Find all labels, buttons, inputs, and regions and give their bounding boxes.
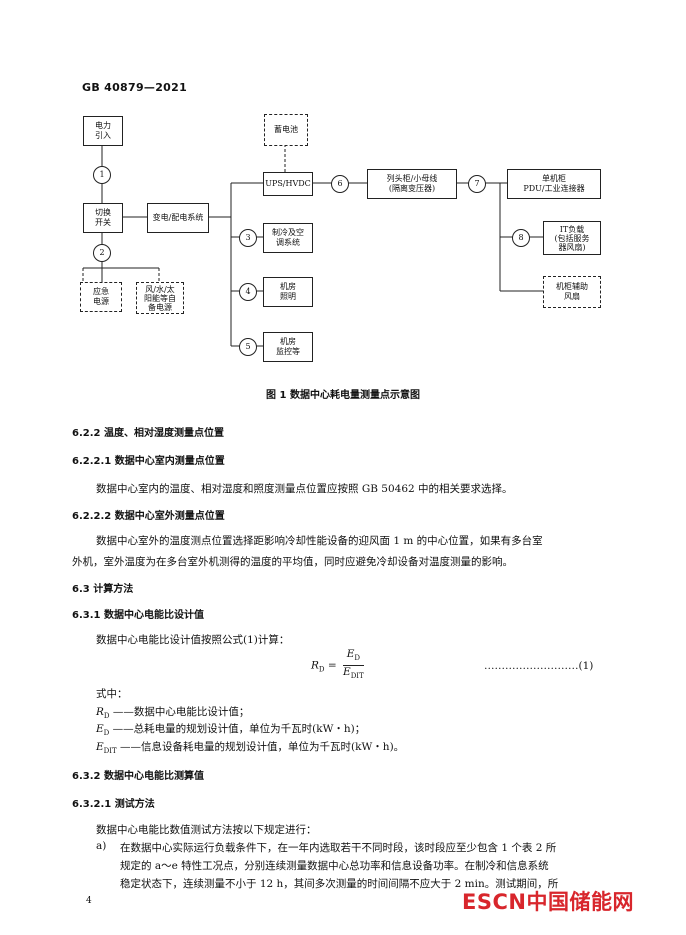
ups-hvdc-box: UPS/HVDC	[263, 172, 313, 196]
formula-tag: ………………………(1)	[484, 660, 594, 672]
list-item-a-line2: 规定的 a～e 特性工况点，分别连续测量数据中心总功率和信息设备功率。在制冷和信…	[120, 860, 549, 872]
column-cabinet-box: 列头柜/小母线 (隔离变压器)	[367, 169, 457, 199]
paragraph-6-2-2-2-line2: 外机，室外温度为在多台室外机测得的温度的平均值，同时应避免冷却设备对温度测量的影…	[72, 556, 513, 568]
heading-6-3: 6.3 计算方法	[72, 584, 134, 595]
def-ed-text: ——总耗电量的规划设计值，单位为千瓦时(kW・h)；	[109, 723, 366, 735]
switch-box: 切换 开关	[83, 203, 123, 233]
power-input-box: 电力 引入	[83, 116, 123, 146]
formula-lhs: R	[311, 659, 319, 672]
list-item-a-line3: 稳定状态下，连续测量不小于 12 h，其间多次测量的时间间隔不应大于 2 min…	[120, 878, 559, 890]
measure-point-6: 6	[331, 175, 349, 193]
def-edit: EDIT ——信息设备耗电量的规划设计值，单位为千瓦时(kW・h)。	[96, 739, 404, 755]
rack-fan-box: 机柜辅助 风扇	[543, 276, 601, 308]
watermark-logo: ESCN中国储能网	[462, 890, 634, 914]
battery-box: 蓄电池	[264, 114, 308, 146]
list-item-a-line1: 在数据中心实际运行负载条件下，在一年内选取若干不同时段，该时段应至少包含 1 个…	[120, 842, 557, 854]
def-edit-symbol: E	[96, 741, 104, 753]
paragraph-6-3-1: 数据中心电能比设计值按照公式(1)计算：	[96, 634, 290, 646]
heading-6-3-1: 6.3.1 数据中心电能比设计值	[72, 610, 204, 621]
cooling-system-box: 制冷及空 调系统	[263, 223, 313, 253]
measure-point-2: 2	[93, 244, 111, 262]
paragraph-6-2-2-1: 数据中心室内的温度、相对湿度和照度测量点位置应按照 GB 50462 中的相关要…	[96, 483, 513, 495]
heading-6-2-2-1: 6.2.2.1 数据中心室内测量点位置	[72, 456, 225, 467]
substation-box: 变电/配电系统	[147, 203, 209, 233]
paragraph-6-3-2-1: 数据中心电能比数值测试方法按以下规定进行：	[96, 824, 317, 836]
heading-6-3-2: 6.3.2 数据中心电能比测算值	[72, 771, 204, 782]
heading-6-2-2-2: 6.2.2.2 数据中心室外测量点位置	[72, 511, 225, 522]
def-rd: RD ——数据中心电能比设计值；	[96, 704, 249, 720]
measure-point-4: 4	[239, 283, 257, 301]
def-ed-sub: D	[103, 729, 110, 738]
page-number: 4	[86, 896, 92, 906]
def-edit-text: ——信息设备耗电量的规划设计值，单位为千瓦时(kW・h)。	[116, 741, 405, 753]
it-load-box: IT负载 (包括服务 器风扇)	[543, 221, 601, 255]
room-lighting-box: 机房 照明	[263, 277, 313, 307]
formula-fraction: ED EDIT	[343, 648, 364, 683]
paragraph-6-2-2-2-line1: 数据中心室外的温度测点位置选择距影响冷却性能设备的迎风面 1 m 的中心位置，如…	[96, 535, 543, 547]
formula-1: RD = ED EDIT	[311, 648, 364, 683]
heading-6-3-2-1: 6.3.2.1 测试方法	[72, 799, 155, 810]
figure-caption: 图 1 数据中心耗电量测量点示意图	[266, 390, 420, 401]
rack-pdu-box: 单机柜 PDU/工业连接器	[507, 169, 601, 199]
formula-numerator: E	[346, 648, 355, 660]
def-rd-symbol: R	[96, 706, 104, 718]
standard-header: GB 40879—2021	[82, 81, 188, 94]
measure-point-1: 1	[93, 166, 111, 184]
def-ed: ED ——总耗电量的规划设计值，单位为千瓦时(kW・h)；	[96, 721, 365, 737]
def-rd-text: ——数据中心电能比设计值；	[109, 706, 250, 718]
measure-point-8: 8	[512, 229, 530, 247]
room-monitoring-box: 机房 监控等	[263, 332, 313, 362]
formula-denominator: E	[343, 666, 351, 679]
def-ed-symbol: E	[96, 723, 104, 735]
def-edit-sub: DIT	[103, 747, 117, 756]
formula-equals: =	[324, 659, 337, 672]
formula-lhs-sub: D	[318, 665, 325, 674]
measure-point-7: 7	[468, 175, 486, 193]
where-label: 式中：	[96, 688, 128, 700]
formula-denominator-sub: DIT	[350, 672, 364, 681]
measure-point-3: 3	[239, 229, 257, 247]
measure-point-5: 5	[239, 338, 257, 356]
emergency-power-box: 应急 电源	[80, 282, 122, 312]
list-item-a-label: a)	[96, 840, 107, 852]
figure-diagram: 电力 引入 切换 开关 应急 电源 风/水/太 阳能等自 备电源 变电/配电系统…	[0, 0, 686, 370]
def-rd-sub: D	[103, 712, 110, 721]
renewable-power-box: 风/水/太 阳能等自 备电源	[136, 282, 184, 314]
heading-6-2-2: 6.2.2 温度、相对湿度测量点位置	[72, 428, 224, 439]
formula-numerator-sub: D	[354, 654, 361, 663]
